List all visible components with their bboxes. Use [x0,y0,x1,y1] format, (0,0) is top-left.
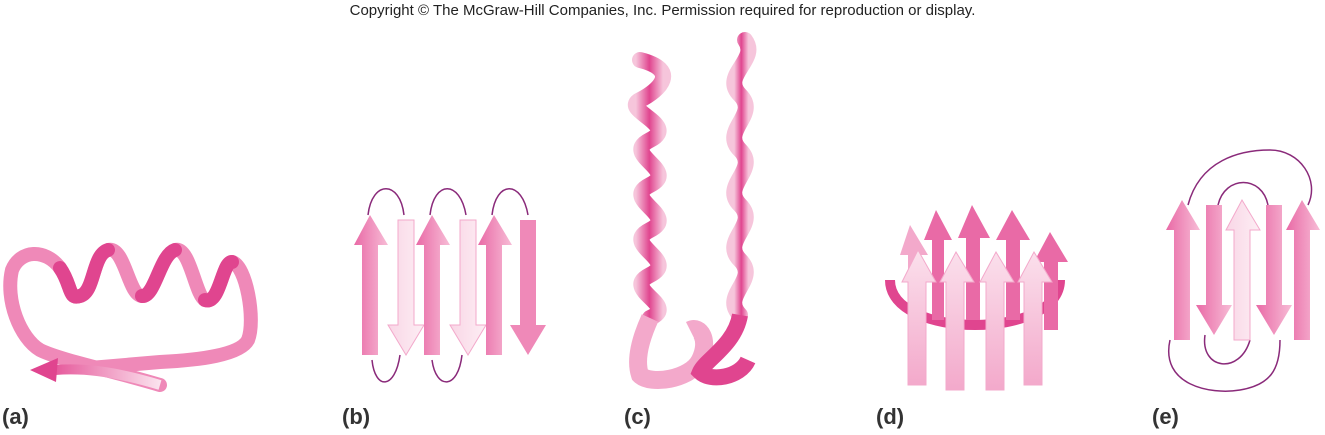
panel-label-c: (c) [624,404,651,429]
panel-c-coiled-coil [628,32,757,389]
panel-label-d: (d) [876,404,905,429]
panel-e-greek-key [1166,149,1320,392]
panel-label-b: (b) [342,404,371,429]
panel-a-helix-ribbon [3,243,258,392]
copyright-notice: Copyright © The McGraw-Hill Companies, I… [349,2,976,19]
panel-label-a: (a) [2,404,29,429]
panel-d-beta-barrel [885,205,1068,391]
panel-b-beta-meander [354,188,546,383]
panel-label-e: (e) [1152,404,1179,429]
